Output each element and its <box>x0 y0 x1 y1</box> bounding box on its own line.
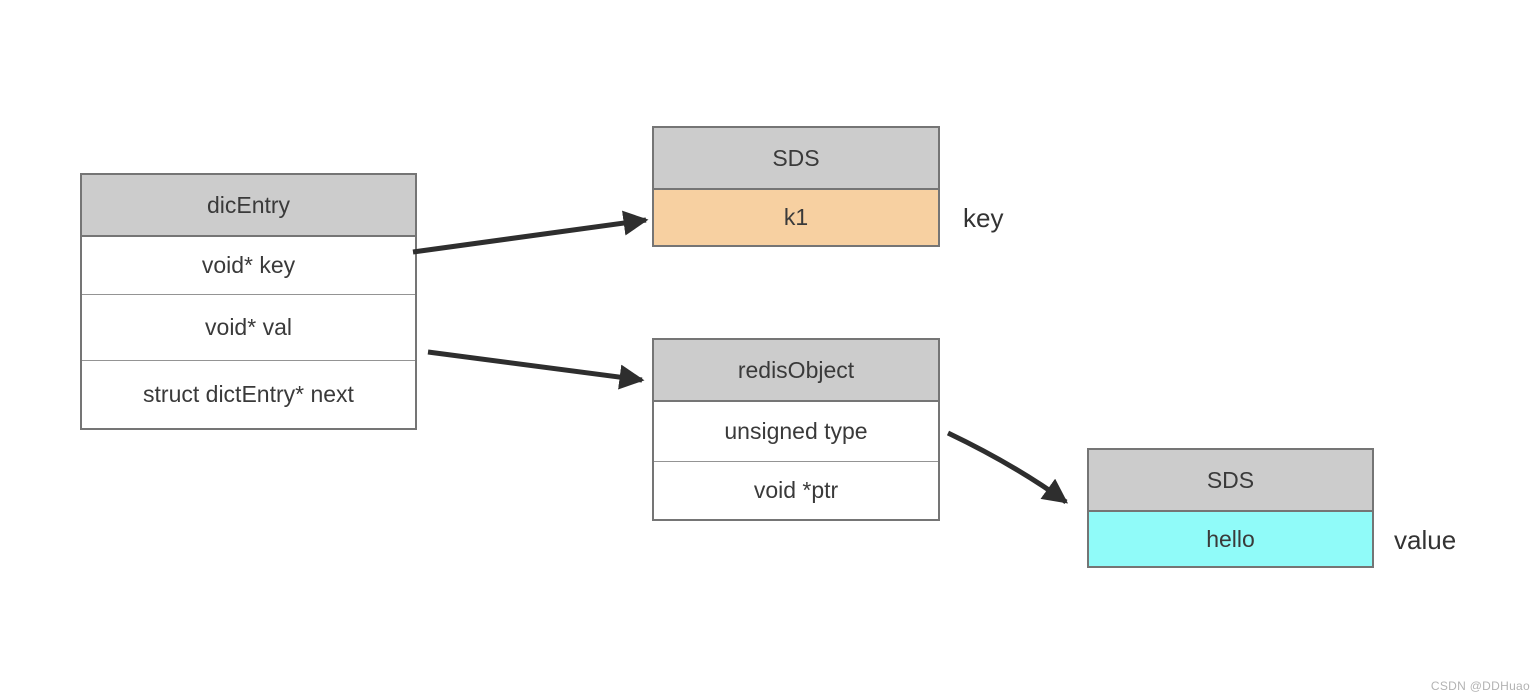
table-dicentry: dicEntry void* key void* val struct dict… <box>80 173 417 430</box>
key-label: key <box>963 203 1004 233</box>
table-row-hello: hello <box>1089 512 1372 566</box>
table-dicentry-title: dicEntry <box>82 175 415 237</box>
table-row-void-ptr: void *ptr <box>654 462 938 519</box>
table-sds-key: SDS k1 <box>652 126 940 247</box>
arrow-key-to-sds <box>412 210 649 255</box>
table-row-dictentry-next: struct dictEntry* next <box>82 361 415 428</box>
table-row-unsigned-type: unsigned type <box>654 402 938 462</box>
value-label: value <box>1394 525 1457 555</box>
table-sds-value-title: SDS <box>1089 450 1372 512</box>
table-row-void-val: void* val <box>82 295 415 361</box>
watermark: CSDN @DDHuao <box>1430 679 1530 693</box>
table-redisobject-title: redisObject <box>654 340 938 402</box>
arrow-val-to-redisobject <box>427 349 645 390</box>
table-row-void-key: void* key <box>82 237 415 295</box>
table-redisobject: redisObject unsigned type void *ptr <box>652 338 940 521</box>
table-row-k1: k1 <box>654 190 938 245</box>
table-sds-value: SDS hello <box>1087 448 1374 568</box>
arrow-ptr-to-sds <box>946 430 1069 505</box>
table-sds-key-title: SDS <box>654 128 938 190</box>
